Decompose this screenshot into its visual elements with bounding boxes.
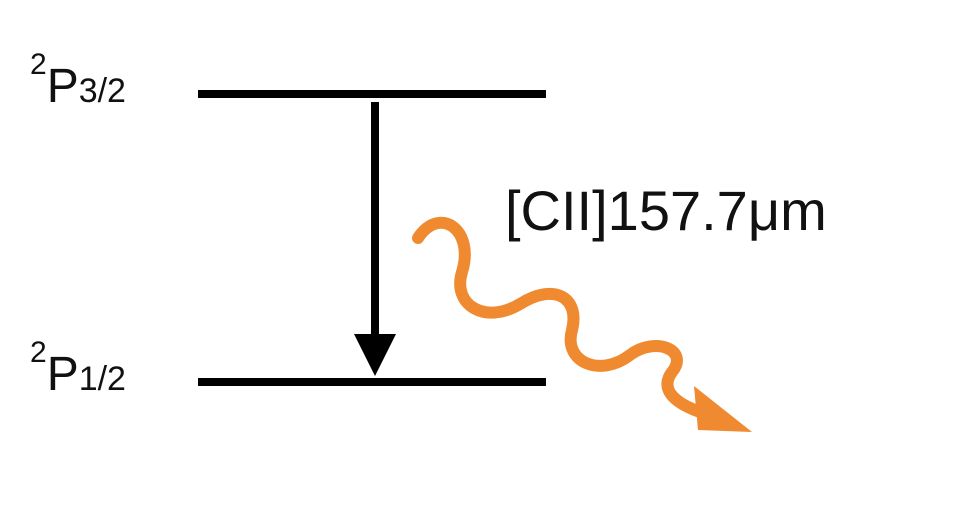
lower-level-superscript: 2 [30,336,47,369]
upper-level-superscript: 2 [30,48,47,81]
lower-level-term: P [47,348,79,401]
lower-level-subscript: 1/2 [79,360,126,398]
upper-level-subscript: 3/2 [79,72,126,110]
down-arrow-icon [354,102,396,376]
lower-level-label: 2P1/2 [30,336,126,401]
transition-label: [CII]157.7μm [505,179,827,242]
transition-arrow-head [354,334,396,376]
wavy-arrow-icon [412,216,752,432]
upper-level-term: P [47,60,79,113]
photon-wave [412,216,706,418]
upper-level-label: 2P3/2 [30,48,126,113]
photon-arrowhead [694,386,752,432]
